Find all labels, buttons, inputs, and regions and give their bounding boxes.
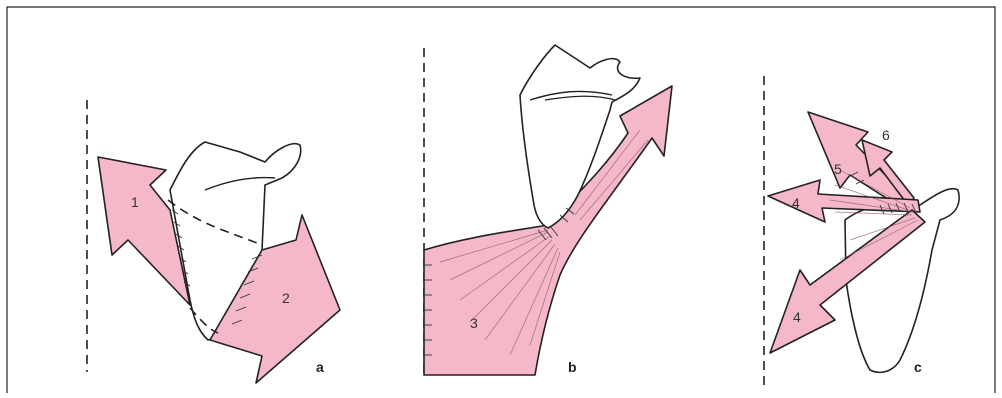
- muscle-number-6: 6: [882, 127, 890, 143]
- muscle-number-5: 5: [834, 161, 842, 177]
- muscle-number-3: 3: [470, 315, 478, 331]
- muscle-number-1: 1: [131, 194, 139, 210]
- panel-b: 3 b: [424, 45, 672, 375]
- panel-c: 4 5 6 4 c: [764, 76, 959, 385]
- muscle-number-4-upper: 4: [792, 195, 800, 211]
- panel-a: 1 2 a: [87, 100, 340, 383]
- scapula-c: [845, 189, 959, 373]
- panel-label-a: a: [316, 359, 324, 375]
- panel-label-c: c: [914, 359, 922, 375]
- muscle-number-4-lower: 4: [793, 309, 801, 325]
- muscle-number-2: 2: [282, 290, 290, 306]
- panel-label-b: b: [568, 359, 577, 375]
